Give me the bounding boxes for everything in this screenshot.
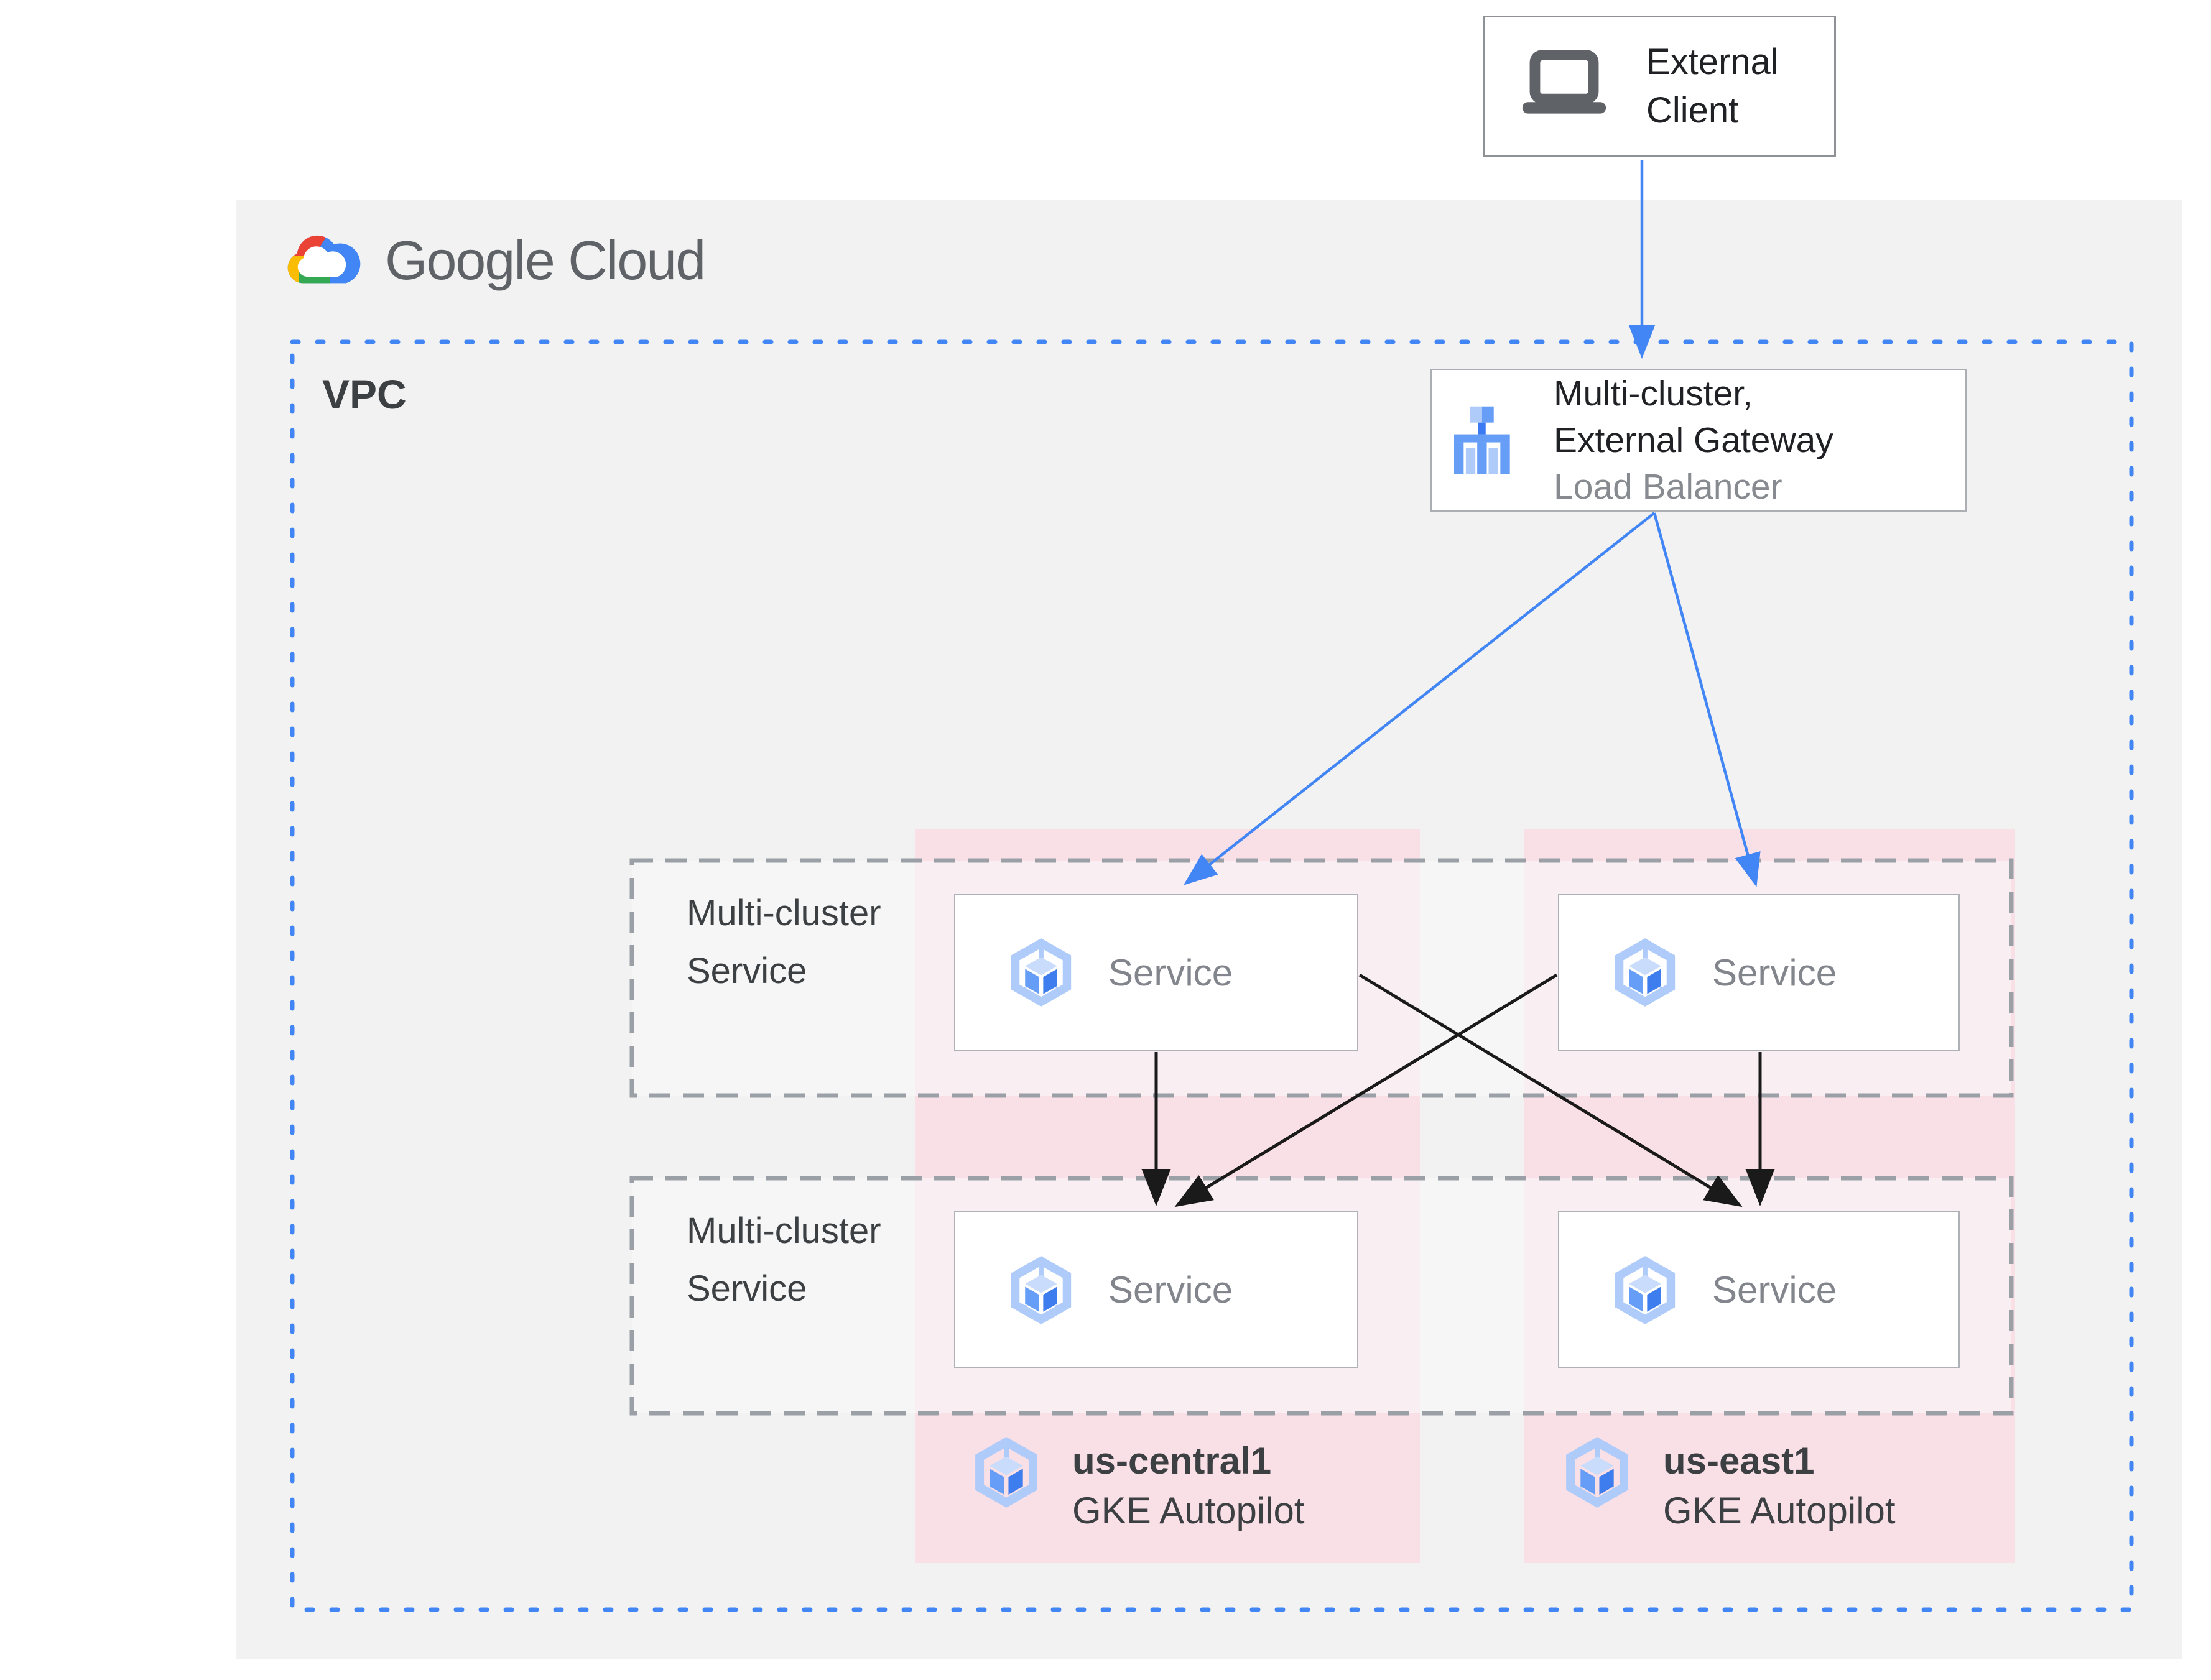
cluster-platform: GKE Autopilot [1663,1490,1896,1531]
row-1-label: Multi-cluster Service [687,893,881,991]
service-card-row1-us-east1: Service [1558,894,1960,1051]
gke-icon [1566,1437,1628,1508]
row-2-label: Multi-cluster Service [687,1211,881,1309]
service-card-row2-us-east1: Service [1558,1211,1960,1368]
google-cloud-logo: Google Cloud [283,229,706,292]
cluster-info-us-central1: us-central1 GKE Autopilot [970,1436,1305,1536]
cluster-text: us-central1 GKE Autopilot [1072,1436,1305,1536]
load-balancer-icon [1454,406,1510,474]
service-label: Service [1712,1269,1837,1311]
service-label: Service [1108,1269,1233,1311]
gateway-title-line1: Multi-cluster, [1554,373,1753,413]
cluster-text: us-east1 GKE Autopilot [1663,1436,1896,1536]
service-card-row1-us-central1: Service [954,894,1358,1051]
gateway-load-balancer-card: Multi-cluster, External Gateway Load Bal… [1430,369,1967,512]
external-client-label: External Client [1646,42,1779,131]
gke-icon [1011,1255,1072,1324]
gateway-title-line2: External Gateway [1554,420,1833,460]
gke-icon [1011,938,1072,1007]
cluster-platform: GKE Autopilot [1072,1490,1305,1531]
google-cloud-logo-icon [287,235,361,284]
external-client-card: External Client [1483,16,1836,157]
service-label: Service [1108,951,1233,994]
service-label: Service [1712,951,1837,994]
gateway-text: Multi-cluster, External Gateway Load Bal… [1554,371,1833,510]
gateway-subtitle: Load Balancer [1554,466,1782,507]
gke-icon [975,1437,1037,1508]
cluster-region: us-east1 [1663,1440,1815,1482]
cluster-region: us-central1 [1072,1440,1272,1482]
vpc-label: VPC [322,371,407,417]
logo-text: Google Cloud [385,229,706,291]
gke-icon [1615,1255,1676,1324]
cluster-info-us-east1: us-east1 GKE Autopilot [1561,1436,1896,1536]
laptop-icon [1522,50,1606,114]
service-card-row2-us-central1: Service [954,1211,1358,1368]
vpc-border [290,339,2134,1612]
gke-icon [1615,938,1676,1007]
